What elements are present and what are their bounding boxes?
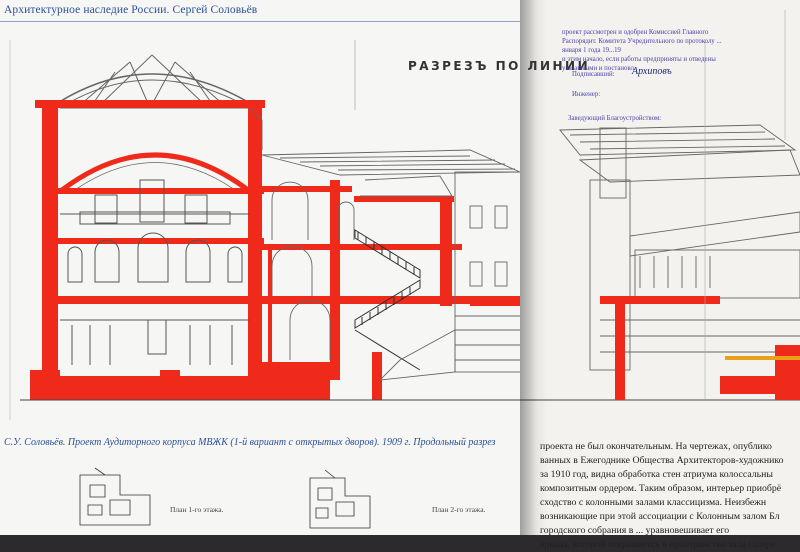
book-gutter [520, 0, 548, 535]
body-line: ванных в Ежегоднике Общества Архитекторо… [540, 455, 784, 466]
stamp-label: Заведующий Благоустройством: [568, 115, 662, 122]
stamp-line: января 1 года 19...19 [562, 47, 621, 54]
section-drawing [9, 40, 538, 529]
plan-label-1: План 1-го этажа. [170, 505, 224, 514]
drawing-title: РАЗРЕЗЪ ПО ЛИНИИ [408, 59, 591, 73]
body-line: городского собрания в ... уравновешивает… [540, 525, 730, 536]
body-line: аркада, которой открывается в пространст… [540, 539, 776, 550]
middle-arches [271, 181, 355, 360]
figure-caption: С.У. Соловьёв. Проект Аудиторного корпус… [4, 437, 496, 448]
body-text: проекта не был окончательным. На чертежа… [540, 440, 800, 552]
header-rule [0, 21, 525, 22]
body-line: возникающие при этой ассоциации с Колонн… [540, 511, 780, 522]
hall-windows [60, 179, 250, 365]
body-line: сходство с колонными залами классицизма.… [540, 497, 767, 508]
left-page: Архитектурное наследие России. Сергей Со… [0, 0, 540, 535]
roofs [249, 107, 521, 197]
running-head: Архитектурное наследие России. Сергей Со… [4, 4, 258, 16]
facade [378, 171, 526, 381]
stamp-line: и этим начало, если работы предприняты и… [562, 56, 716, 63]
stamp-line: указанными и постановл. [562, 65, 636, 72]
plan-label-2: План 2-го этажа. [432, 505, 486, 514]
staircase [354, 229, 421, 371]
body-line: композитным ордером. Таким образом, инте… [540, 483, 782, 494]
stamp-label: Подписавший: [572, 71, 615, 78]
right-cut-walls [600, 296, 800, 400]
stamp-line: проект рассмотрен и одобрен Комиссией Гл… [562, 29, 709, 36]
body-line: проекта не был окончательным. На чертежа… [540, 441, 772, 452]
inner-vault [60, 152, 250, 192]
cut-walls [30, 100, 538, 400]
right-page [520, 0, 800, 535]
body-line: за 1910 год, видна обработка стен атриум… [540, 469, 773, 480]
floor-plan-2 [309, 469, 371, 529]
right-drawing [520, 10, 800, 401]
floor-plan-1 [79, 467, 151, 526]
stamp-line: Распорядит. Комитета Учредительного по п… [562, 38, 722, 45]
stamp-label: Инженер: [572, 91, 601, 98]
signature: Архиповъ [632, 66, 672, 77]
